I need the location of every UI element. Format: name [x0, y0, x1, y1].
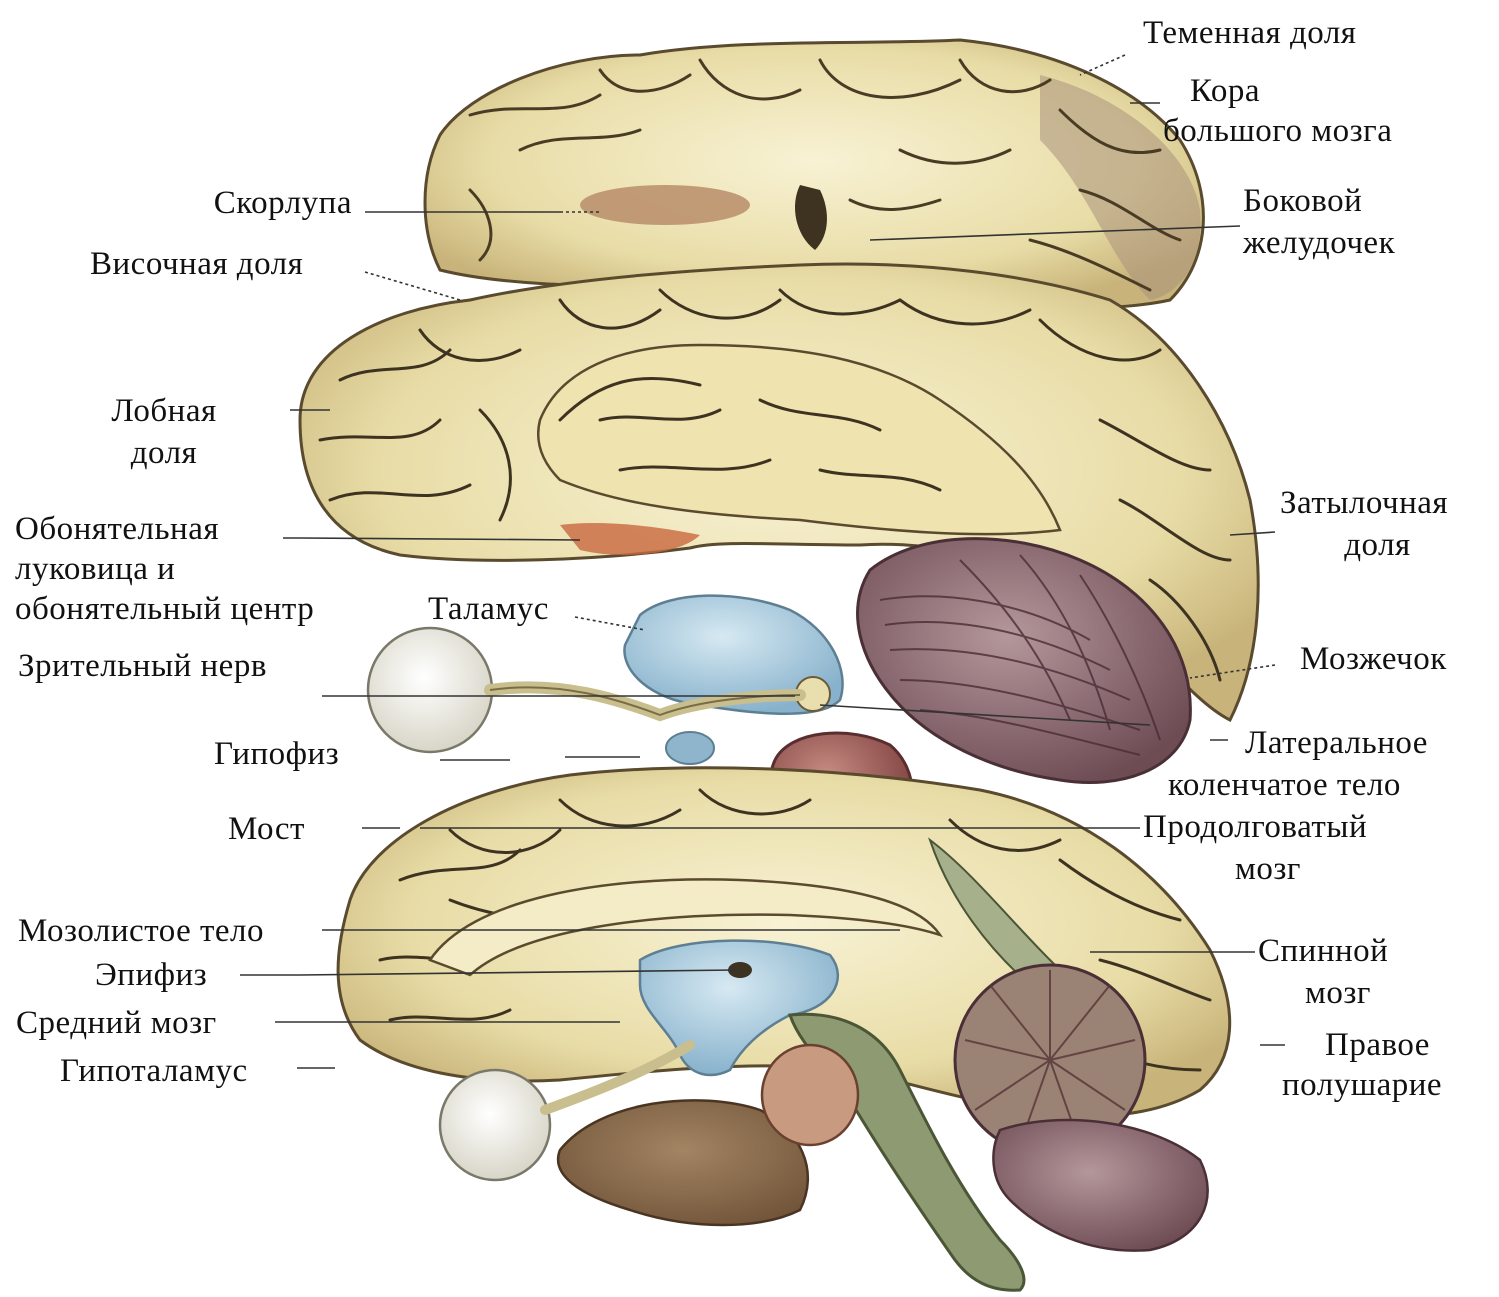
- label-occipital-lobe-line1: Затылочная: [1280, 482, 1448, 524]
- label-cerebellum: Мозжечок: [1300, 638, 1447, 680]
- label-lateral-ventricle-line2: желудочек: [1243, 222, 1395, 264]
- label-medulla-line1: Продолговатый: [1143, 806, 1367, 848]
- eyeball-lower: [440, 1070, 550, 1180]
- label-pons: Мост: [228, 808, 305, 850]
- label-parietal-lobe: Теменная доля: [1143, 12, 1356, 54]
- label-lateral-ventricle-line1: Боковой: [1243, 180, 1362, 222]
- label-occipital-lobe-line2: доля: [1280, 524, 1475, 566]
- label-olfactory-line3: обонятельный центр: [15, 588, 314, 630]
- label-right-hemisphere-line2: полушарие: [1282, 1064, 1442, 1106]
- pituitary: [666, 732, 714, 764]
- label-olfactory-line1: Обонятельная: [15, 508, 219, 550]
- label-frontal-lobe-line2: доля: [90, 432, 238, 474]
- label-hypothalamus: Гипоталамус: [60, 1050, 248, 1092]
- label-right-hemisphere-line1: Правое: [1325, 1024, 1430, 1066]
- label-spinal-cord-line1: Спинной: [1258, 930, 1388, 972]
- label-pituitary: Гипофиз: [214, 733, 339, 775]
- label-frontal-lobe-line1: Лобная: [90, 390, 238, 432]
- label-midbrain: Средний мозг: [16, 1002, 217, 1044]
- label-cortex-line2: большого мозга: [1163, 110, 1392, 152]
- label-optic-nerve: Зрительный нерв: [18, 645, 267, 687]
- label-spinal-cord-line2: мозг: [1258, 972, 1418, 1014]
- label-temporal-lobe: Височная доля: [90, 243, 303, 285]
- label-corpus-callosum: Мозолистое тело: [18, 910, 264, 952]
- label-thalamus: Таламус: [428, 588, 549, 630]
- label-lateral-geniculate-line2: коленчатое тело: [1168, 764, 1401, 806]
- eyeball: [368, 628, 492, 752]
- label-lateral-geniculate-line1: Латеральное: [1245, 722, 1428, 764]
- midsagittal-section: [338, 768, 1230, 1290]
- label-cortex-line1: Кора: [1165, 70, 1285, 112]
- label-medulla-line2: мозг: [1143, 848, 1393, 890]
- label-putamen: Скорлупа: [120, 182, 352, 224]
- label-olfactory-line2: луковица и: [15, 548, 175, 590]
- label-pineal-gland: Эпифиз: [95, 954, 207, 996]
